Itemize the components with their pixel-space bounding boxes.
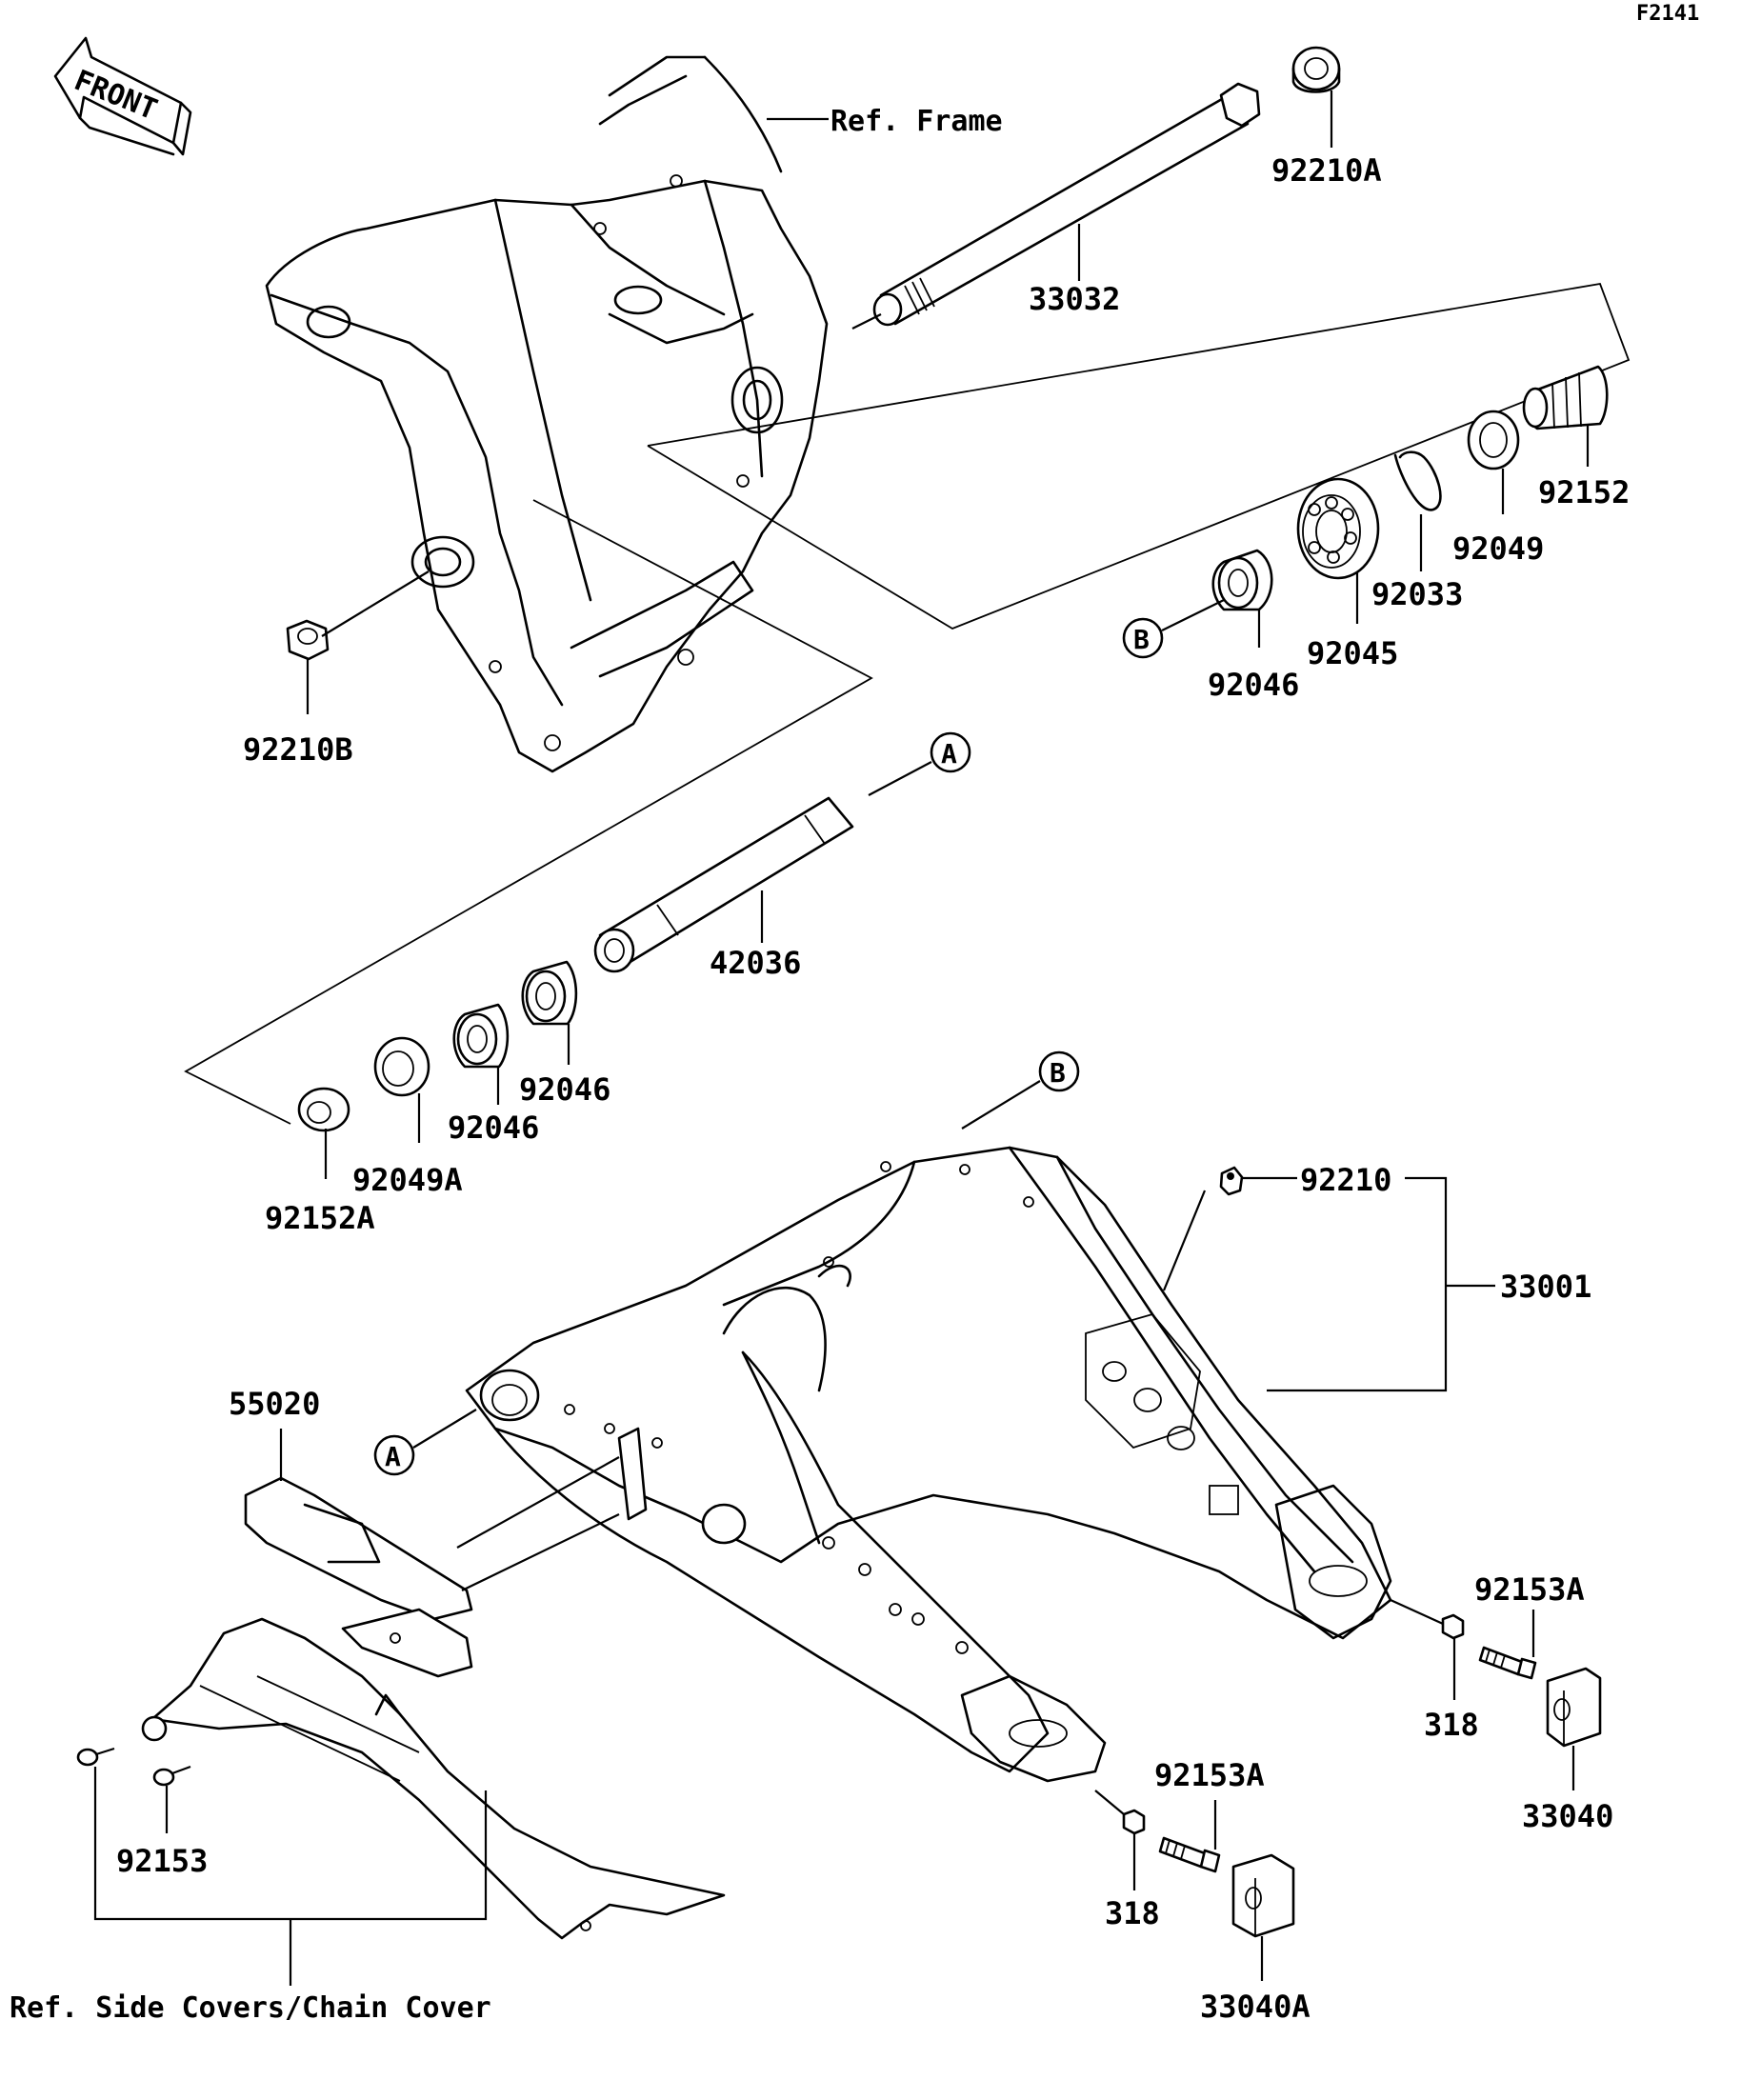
pivot-shaft-33032: [872, 82, 1261, 327]
frame-drawing: [265, 55, 829, 773]
callout-b-upper: B: [1133, 624, 1150, 655]
circlip-92033: [1393, 450, 1442, 511]
block-33040A: [1231, 1853, 1295, 1938]
part-33001: 33001: [1500, 1269, 1591, 1305]
part-92153A-right: 92153A: [1474, 1571, 1585, 1608]
needle-bearing-92046-a1: [521, 960, 578, 1026]
chain-cover-drawing: [141, 1617, 726, 1940]
needle-bearing-92046-a2: [452, 1003, 510, 1069]
part-92045: 92045: [1307, 635, 1398, 671]
part-92210A: 92210A: [1271, 152, 1382, 189]
ref-side-covers-label: Ref. Side Covers/Chain Cover: [10, 1991, 491, 2025]
seal-92049A: [373, 1036, 430, 1097]
part-92046-b: 92046: [1208, 667, 1299, 703]
part-92153: 92153: [116, 1843, 208, 1879]
bolt-92153A-right: [1478, 1646, 1537, 1680]
part-318-right: 318: [1424, 1707, 1479, 1743]
part-92153A-left: 92153A: [1154, 1757, 1265, 1793]
part-33032: 33032: [1029, 281, 1120, 317]
part-42036: 42036: [710, 945, 801, 981]
part-92210: 92210: [1300, 1162, 1391, 1198]
screw-92153: [152, 1765, 191, 1787]
screw-92153-left: [76, 1747, 115, 1767]
part-33040A: 33040A: [1200, 1989, 1311, 2025]
part-92046-a2: 92046: [448, 1110, 539, 1146]
grease-fitting-92210: [1219, 1166, 1244, 1196]
nut-318-left: [1122, 1809, 1146, 1835]
block-33040: [1546, 1667, 1602, 1748]
part-92152: 92152: [1538, 474, 1630, 510]
part-33040: 33040: [1522, 1798, 1613, 1834]
part-92046-a1: 92046: [519, 1071, 610, 1108]
callout-a-upper: A: [941, 738, 957, 770]
nut-318-right: [1441, 1613, 1465, 1640]
part-92033: 92033: [1371, 576, 1463, 612]
part-318-left: 318: [1105, 1895, 1160, 1931]
bolt-92153A-left: [1158, 1836, 1221, 1873]
part-92152A: 92152A: [265, 1200, 375, 1236]
collar-92152: [1522, 365, 1609, 430]
callout-a-lower: A: [385, 1441, 401, 1472]
part-92049A: 92049A: [352, 1162, 463, 1198]
part-92210B: 92210B: [243, 731, 353, 768]
part-92049: 92049: [1452, 530, 1544, 567]
ref-frame-label: Ref. Frame: [830, 105, 1003, 138]
seal-92049: [1467, 410, 1520, 470]
figure-code: F2141: [1636, 2, 1699, 26]
front-arrow-icon: FRONT: [53, 36, 192, 156]
callout-b-lower: B: [1050, 1057, 1066, 1089]
collar-42036: [593, 796, 854, 973]
collar-92152A: [297, 1087, 350, 1132]
swingarm-33001: [465, 1146, 1392, 1783]
needle-bearing-92046-b: [1211, 549, 1273, 611]
nut-92210B: [286, 619, 330, 661]
nut-92210A: [1291, 46, 1341, 93]
bearing-92045: [1296, 477, 1380, 580]
chain-guide-55020: [244, 1476, 473, 1678]
part-55020: 55020: [229, 1386, 320, 1422]
